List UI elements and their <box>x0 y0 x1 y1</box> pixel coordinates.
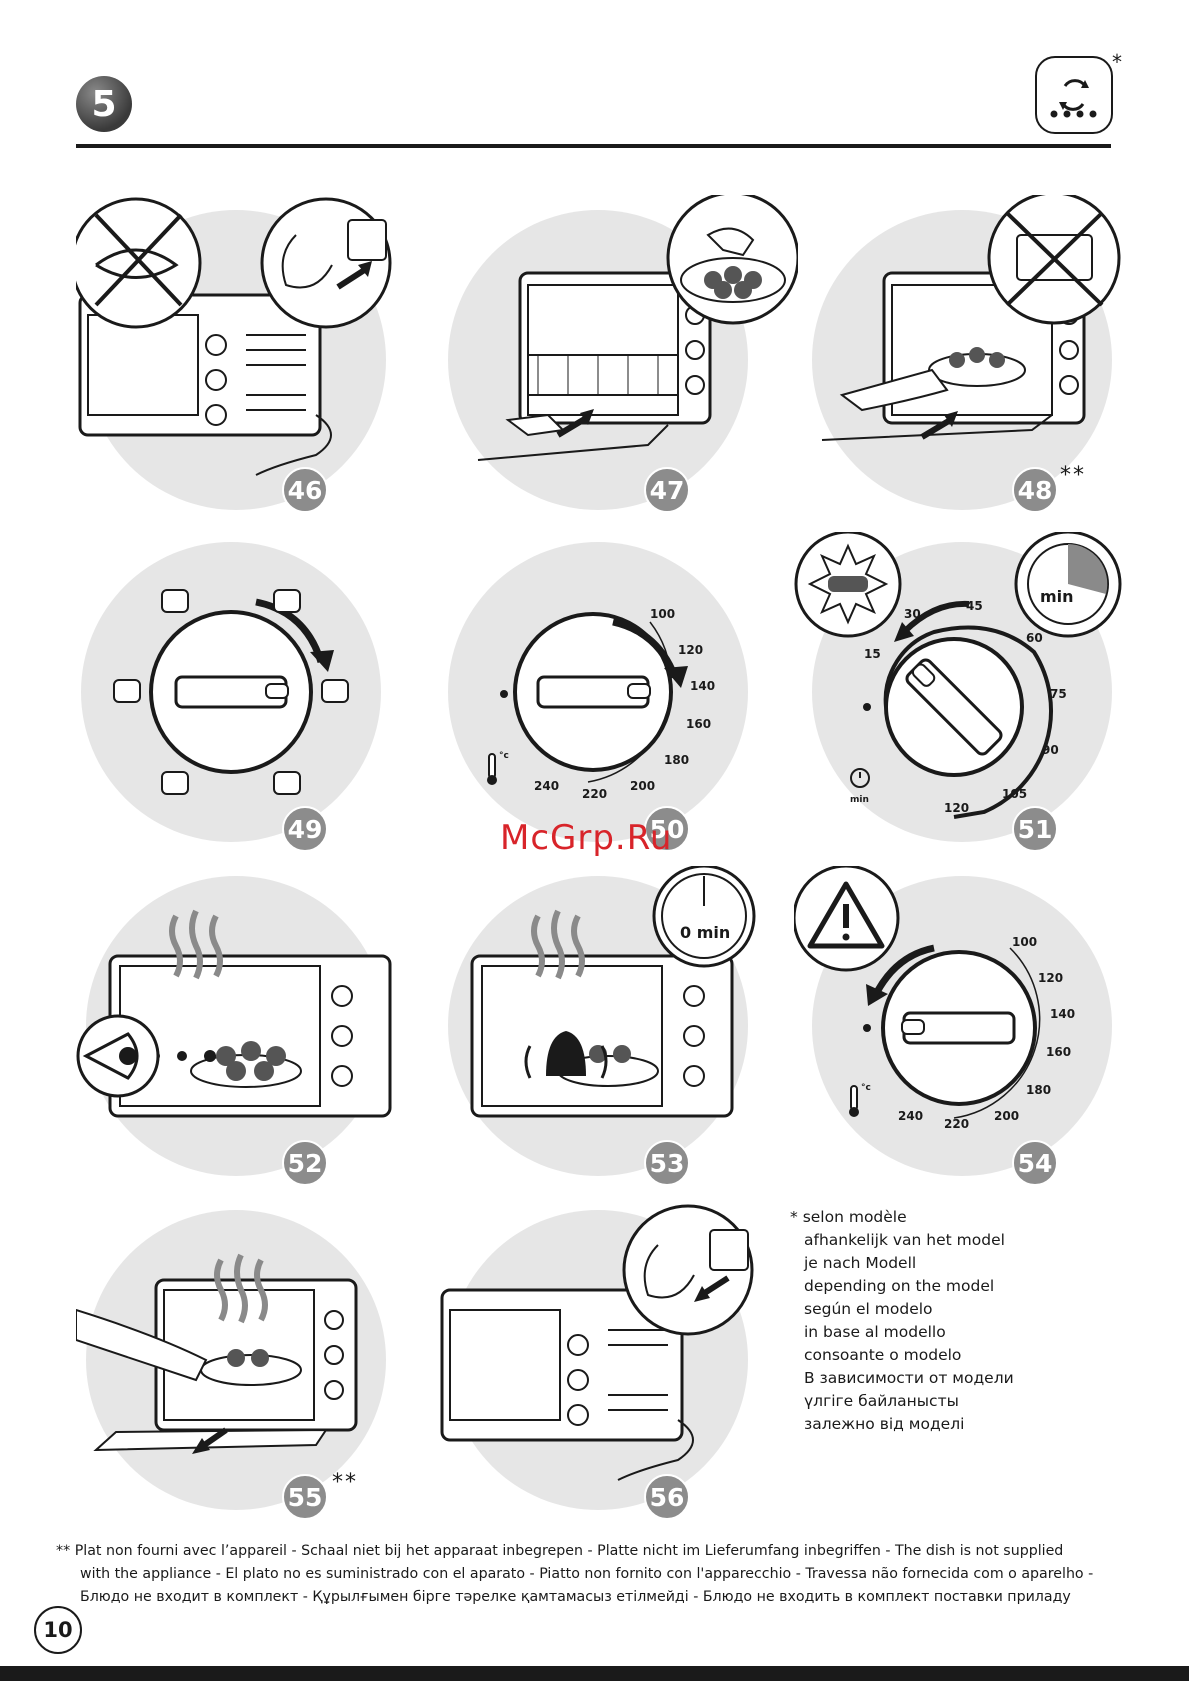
temp-tick-120: 120 <box>678 643 703 657</box>
model-notes: * selon modèle afhankelijk van het model… <box>790 1206 1014 1436</box>
end-timer-label: 0 min <box>680 923 730 942</box>
timer-unit: min <box>850 795 869 805</box>
insert-dish-icon <box>812 195 1121 510</box>
model-note-line: según el modelo <box>804 1300 933 1318</box>
unplug-after-use-icon <box>440 1204 754 1510</box>
step-47-panel: 47 <box>438 195 798 515</box>
temp-tick-200: 200 <box>630 779 655 793</box>
step-47-number: 47 <box>644 467 690 513</box>
temp-unit: °c <box>499 751 509 761</box>
footnote-line-1: ** Plat non fourni avec l’appareil - Sch… <box>56 1540 1116 1563</box>
temp-tick-140: 140 <box>690 679 715 693</box>
reset-tick-240: 240 <box>898 1109 923 1123</box>
step-48-panel: 48 ** <box>802 195 1122 515</box>
model-note-line: depending on the model <box>804 1277 995 1295</box>
temp-tick-100: 100 <box>650 607 675 621</box>
bell-ring-icon: 0 min <box>448 866 756 1176</box>
model-note-line: * selon modèle <box>790 1206 1014 1229</box>
step-49-panel: 49 <box>76 532 396 852</box>
timer-tick-60: 60 <box>1026 631 1043 645</box>
reset-tick-200: 200 <box>994 1109 1019 1123</box>
footnote-mark: ** <box>56 1543 71 1559</box>
step-56-panel: 56 <box>438 1200 758 1520</box>
reset-tick-220: 220 <box>944 1117 969 1131</box>
step-50-number: 50 <box>644 806 690 852</box>
convection-fan-icon <box>1035 56 1113 134</box>
reset-tick-160: 160 <box>1046 1045 1071 1059</box>
timer-tick-120: 120 <box>944 801 969 815</box>
reset-tick-120: 120 <box>1038 971 1063 985</box>
step-51-number: 51 <box>1012 806 1058 852</box>
remove-dish-icon <box>76 1210 386 1510</box>
step-52-number: 52 <box>282 1140 328 1186</box>
timer-tick-90: 90 <box>1042 743 1059 757</box>
step-48-note-mark: ** <box>1060 463 1086 488</box>
footnote-line-3: Блюдо не входит в комплект - Құрылғымен … <box>80 1589 1071 1605</box>
temperature-dial-icon: 100 120 140 160 180 200 220 240 °c <box>448 542 748 842</box>
footer-rule <box>0 1666 1189 1681</box>
timer-inset-label: min <box>1040 587 1074 606</box>
temp-tick-160: 160 <box>686 717 711 731</box>
reset-temp-unit: °c <box>861 1083 871 1093</box>
step-53-number: 53 <box>644 1140 690 1186</box>
step-46-panel: 46 <box>76 195 396 515</box>
step-51-panel: 15 30 45 60 75 90 105 120 min min 51 <box>794 532 1122 852</box>
step-56-number: 56 <box>644 1474 690 1520</box>
model-note-line: in base al modello <box>804 1323 946 1341</box>
model-note-line: В зависимости от модели <box>804 1369 1014 1387</box>
temp-tick-240: 240 <box>534 779 559 793</box>
step-48-number: 48 <box>1012 467 1058 513</box>
reset-temperature-icon: 100 120 140 160 180 200 220 240 °c <box>794 866 1112 1176</box>
watermark: McGrp.Ru <box>500 818 673 858</box>
section-number-badge: 5 <box>76 76 132 132</box>
step-55-note-mark: ** <box>332 1470 358 1495</box>
timer-tick-75: 75 <box>1050 687 1067 701</box>
model-note-line: je nach Modell <box>804 1254 917 1272</box>
timer-tick-105: 105 <box>1002 787 1027 801</box>
step-54-number: 54 <box>1012 1140 1058 1186</box>
reset-tick-140: 140 <box>1050 1007 1075 1021</box>
model-note-line: afhankelijk van het model <box>804 1231 1005 1249</box>
step-54-panel: 100 120 140 160 180 200 220 240 °c 54 <box>794 866 1114 1186</box>
model-note-line: consoante o modelo <box>804 1346 962 1364</box>
footnote-text: Plat non fourni avec l’appareil - Schaal… <box>74 1543 1064 1559</box>
unplug-cord-icon <box>76 197 392 510</box>
reset-tick-180: 180 <box>1026 1083 1051 1097</box>
mode-footnote-mark: * <box>1112 50 1122 74</box>
step-50-panel: 100 120 140 160 180 200 220 240 °c 50 <box>438 532 758 852</box>
step-55-panel: 55 ** <box>76 1200 396 1520</box>
timer-dial-icon: 15 30 45 60 75 90 105 120 min min <box>794 532 1122 842</box>
model-note-text: selon modèle <box>802 1208 907 1226</box>
page-number: 10 <box>34 1606 82 1654</box>
step-53-panel: 0 min 53 <box>438 866 758 1186</box>
step-52-panel: 52 <box>76 866 396 1186</box>
watch-cooking-icon <box>76 876 392 1176</box>
step-49-number: 49 <box>282 806 328 852</box>
insert-rack-icon <box>448 195 798 510</box>
header-rule <box>76 144 1111 148</box>
model-note-line: үлгіге байланысты <box>804 1392 959 1410</box>
model-note-line: залежно від моделі <box>804 1415 965 1433</box>
step-55-number: 55 <box>282 1474 328 1520</box>
step-46-number: 46 <box>282 467 328 513</box>
footnote: ** Plat non fourni avec l’appareil - Sch… <box>56 1540 1116 1609</box>
timer-tick-30: 30 <box>904 607 921 621</box>
model-note-mark: * <box>790 1208 798 1226</box>
timer-tick-45: 45 <box>966 599 983 613</box>
mode-selector-dial-icon <box>81 542 381 842</box>
temp-tick-180: 180 <box>664 753 689 767</box>
timer-tick-15: 15 <box>864 647 881 661</box>
footnote-line-2: with the appliance - El plato no es sumi… <box>80 1566 1094 1582</box>
reset-tick-100: 100 <box>1012 935 1037 949</box>
temp-tick-220: 220 <box>582 787 607 801</box>
